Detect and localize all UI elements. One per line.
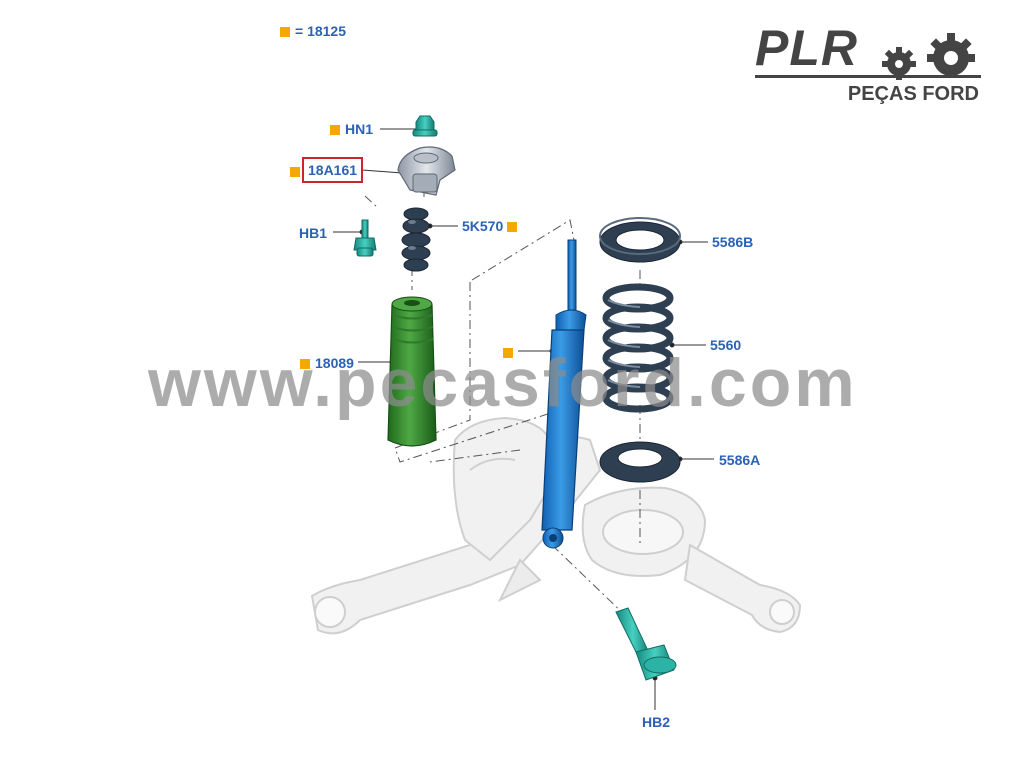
bump-stop-5k570[interactable]	[401, 207, 431, 272]
brand-subtitle: PEÇAS FORD	[847, 83, 979, 105]
part-label-5586b[interactable]: 5586B	[712, 234, 754, 250]
spring-seat-lower-5586a[interactable]	[599, 441, 681, 483]
shock-absorber[interactable]	[541, 239, 587, 549]
brand-logo: PLR PEÇAS FORD	[755, 20, 985, 108]
part-label-5k570[interactable]: 5K570	[462, 218, 518, 234]
marker-icon	[290, 167, 300, 177]
marker-icon	[507, 222, 518, 232]
watermark: www.pecasford.com	[148, 345, 858, 421]
part-label-5560[interactable]: 5560	[710, 337, 742, 353]
marker-icon	[300, 359, 310, 369]
bolt-hb2[interactable]	[615, 607, 677, 681]
rear-knuckle-frame	[310, 416, 802, 635]
part-label-shock[interactable]	[503, 344, 518, 360]
nut-hn1[interactable]	[412, 115, 438, 137]
marker-icon	[330, 125, 340, 135]
legend-text: = 18125	[295, 23, 346, 39]
part-label-5586a[interactable]: 5586A	[719, 452, 761, 468]
legend-marker-icon	[280, 27, 290, 37]
marker-icon	[503, 348, 513, 358]
brand-name: PLR	[755, 20, 858, 76]
part-label-hb1[interactable]: HB1	[299, 225, 328, 241]
marker-18a161	[290, 163, 305, 179]
spring-seat-upper-5586b[interactable]	[599, 217, 681, 263]
legend: = 18125	[280, 23, 346, 39]
dust-boot-18089[interactable]	[387, 296, 437, 447]
brand-rule	[755, 75, 981, 78]
part-label-hb2[interactable]: HB2	[642, 714, 671, 730]
part-label-18089[interactable]: 18089	[300, 355, 354, 371]
part-label-18a161[interactable]: 18A161	[302, 157, 364, 183]
top-mount-18a161[interactable]	[397, 146, 456, 196]
bolt-hb1[interactable]	[353, 219, 377, 257]
gears-icon	[882, 33, 975, 80]
part-label-hn1[interactable]: HN1	[330, 121, 373, 137]
